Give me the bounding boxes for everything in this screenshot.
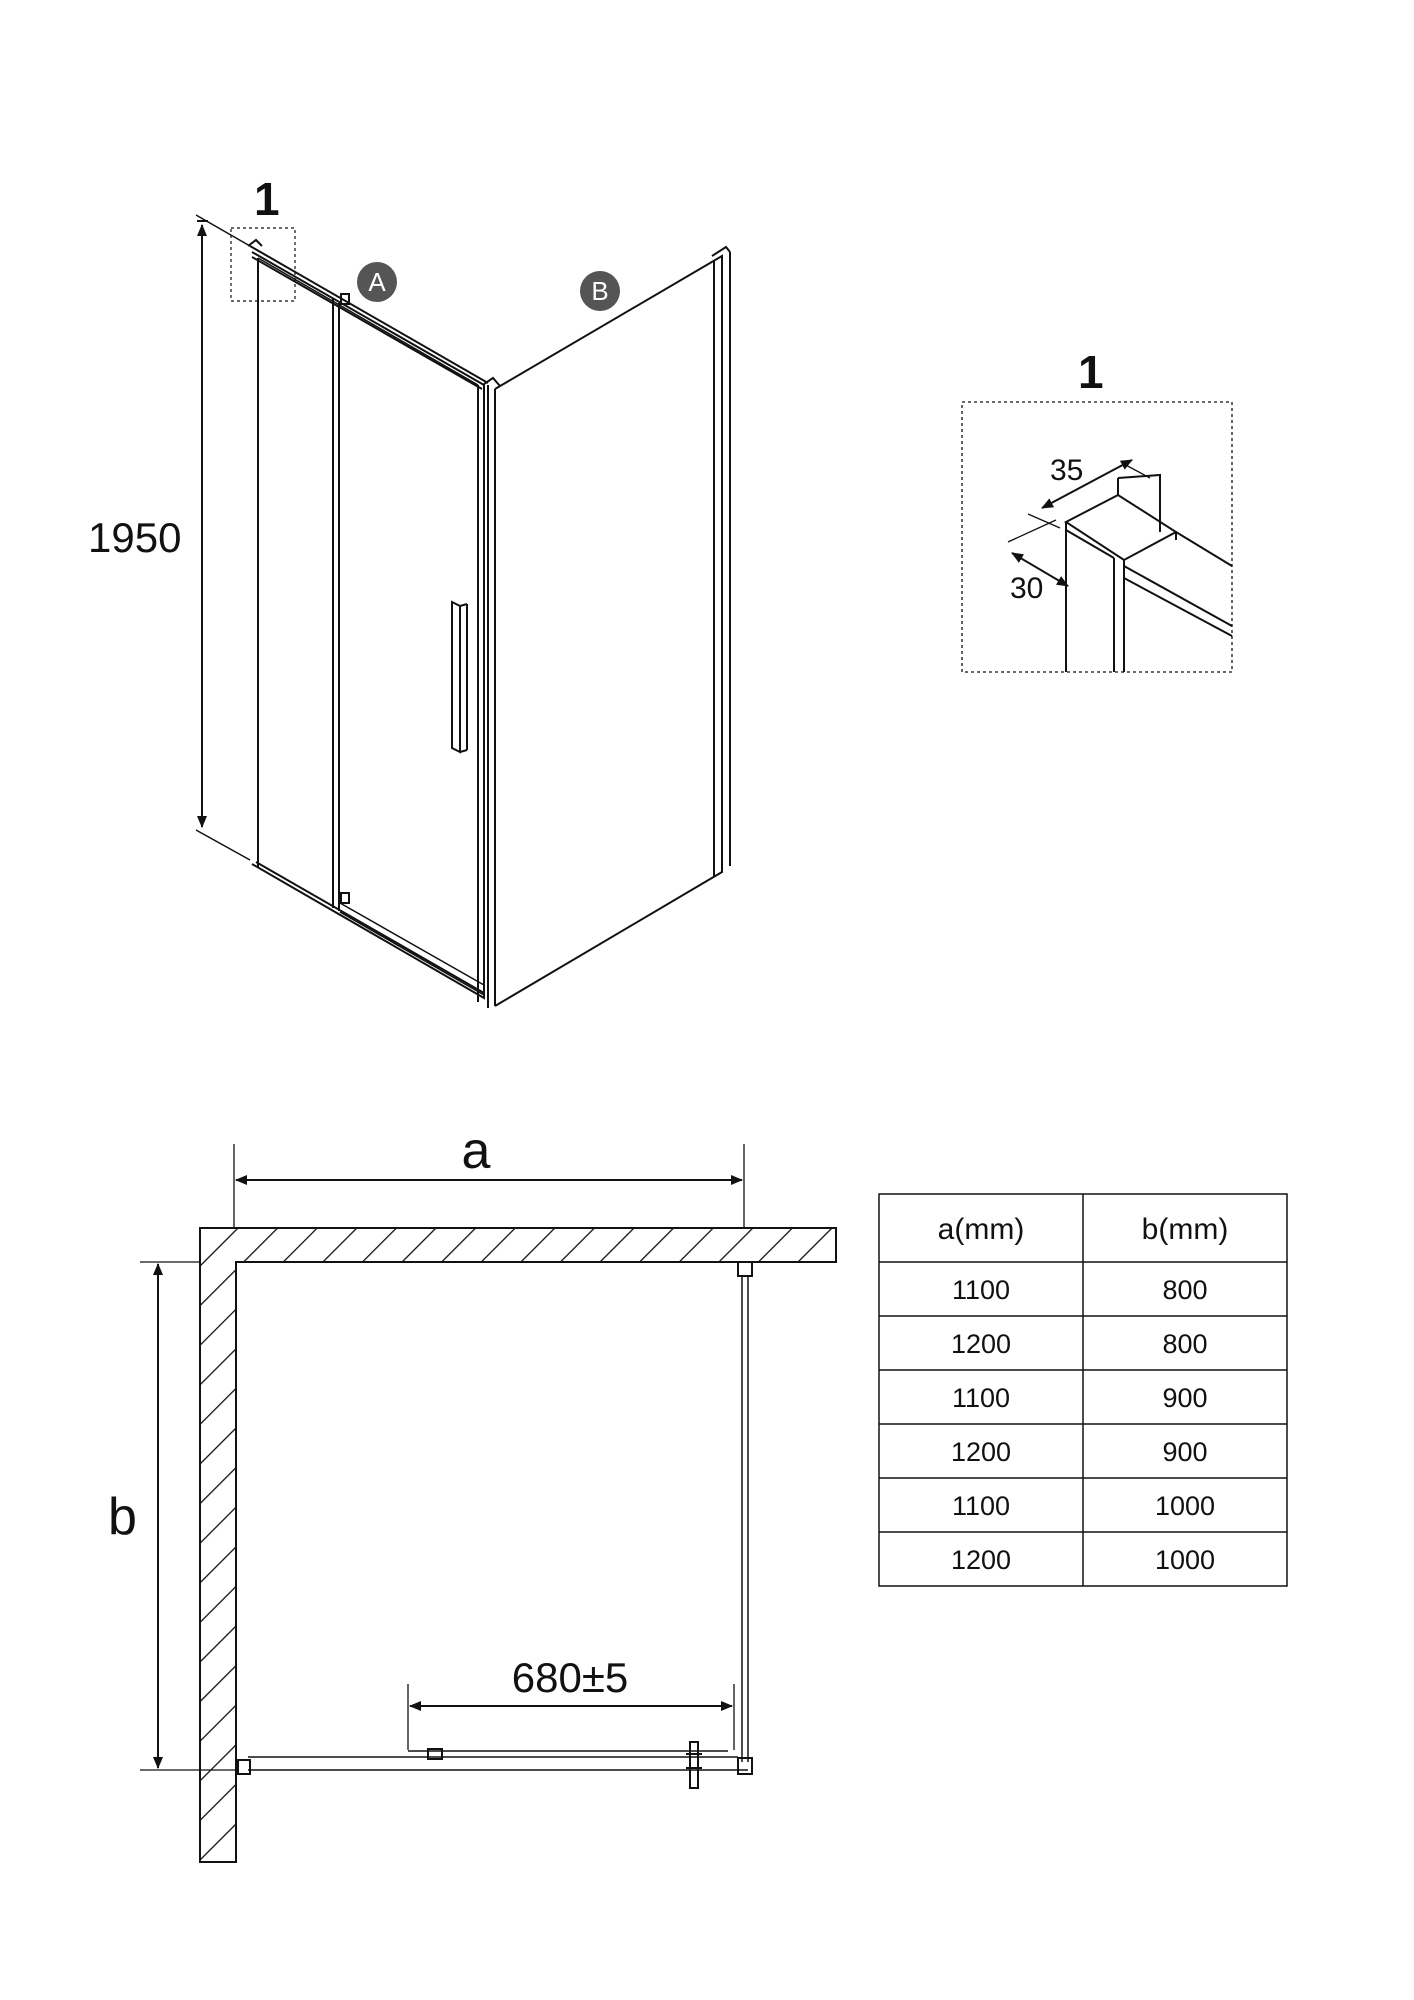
height-label: 1950 (88, 514, 181, 561)
plan-width-label: a (462, 1122, 491, 1180)
table-cell: 900 (1162, 1437, 1207, 1467)
table-cell: 900 (1162, 1383, 1207, 1413)
table-cell: 1100 (952, 1491, 1010, 1521)
opening-label: 680±5 (512, 1654, 628, 1701)
table-cell: 1100 (952, 1383, 1010, 1413)
table-cell: 1100 (952, 1275, 1010, 1305)
detail-width-label: 35 (1050, 454, 1083, 487)
table-cell: 800 (1162, 1275, 1207, 1305)
profile-detail (961, 401, 1233, 673)
detail-title: 1 (1078, 346, 1104, 398)
detail-1-callout-box (230, 227, 296, 302)
door-handle-plan (689, 1741, 699, 1789)
table-cell: 1200 (951, 1545, 1011, 1575)
table-cell: 1000 (1155, 1491, 1215, 1521)
panel-a-label: A (368, 267, 386, 297)
panel-b-label: B (591, 276, 608, 306)
table-cell: 1000 (1155, 1545, 1215, 1575)
cabin-elevation (195, 214, 731, 1008)
side-panel-b-frame (494, 254, 723, 1007)
detail-depth-label: 30 (1010, 572, 1043, 605)
table-header-cell: b(mm) (1142, 1213, 1229, 1246)
panel-b-badge (580, 271, 620, 311)
detail-frame (961, 401, 1233, 673)
door-handle (451, 600, 461, 754)
detail-marker-label: 1 (254, 173, 280, 225)
wall-hatch (199, 1227, 837, 1863)
plan-depth-label: b (108, 1488, 137, 1546)
panel-a-badge (357, 262, 397, 302)
table-cell: 800 (1162, 1329, 1207, 1359)
width-dimension-line (1041, 459, 1133, 509)
size-table: a(mm) b(mm) 1100 800 1200 800 1100 900 1200 900 11… (878, 1193, 1288, 1587)
depth-dimension-line (1011, 552, 1069, 587)
table-cell: 1200 (951, 1437, 1011, 1467)
table-cell: 1200 (951, 1329, 1011, 1359)
table-header-cell: a(mm) (938, 1213, 1025, 1246)
plan-view (140, 1144, 837, 1863)
front-panel-a-frame (251, 251, 485, 1000)
